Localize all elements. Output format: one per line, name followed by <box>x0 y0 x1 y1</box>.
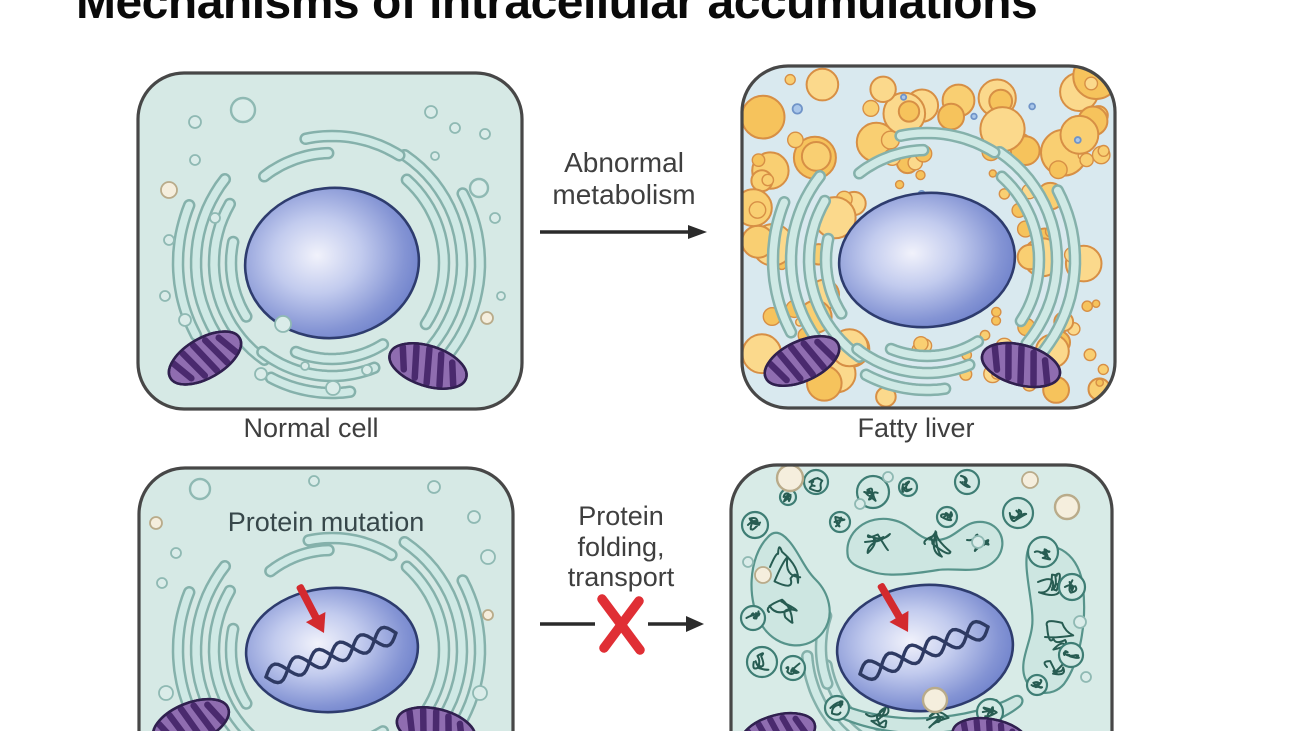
fatty-liver-cell-illustration <box>740 64 1117 410</box>
vesicle <box>300 361 310 371</box>
vesicle <box>791 103 803 115</box>
vesicle <box>156 577 168 589</box>
vesicle <box>178 313 192 327</box>
abnormal-metabolism-line1: Abnormal <box>564 147 684 178</box>
nucleus <box>837 191 1017 329</box>
vesicle <box>754 566 772 584</box>
vesicle <box>1053 493 1081 521</box>
vesicle <box>163 234 175 246</box>
protein-folding-line2: folding, <box>577 531 665 562</box>
dna-helix <box>858 619 990 682</box>
mitochondrion-icon <box>388 342 468 390</box>
cell-cytoplasm <box>149 475 496 731</box>
abnormal-metabolism-arrow-icon <box>540 225 707 239</box>
vesicle <box>189 154 201 166</box>
protein-folding-transport-label: Protein folding, transport <box>550 501 692 593</box>
vesicle <box>325 380 341 396</box>
protein-aggregates-layer <box>739 465 1092 727</box>
vesicle <box>742 556 754 568</box>
vesicle <box>1028 102 1036 111</box>
mitochondrion-icon <box>980 341 1062 389</box>
vesicle <box>229 96 257 124</box>
dna-helix <box>264 625 398 685</box>
vesicle <box>489 212 501 224</box>
vesicle <box>971 535 985 549</box>
vesicle <box>149 516 163 530</box>
vesicle <box>479 128 491 140</box>
vesicle <box>160 181 178 199</box>
mitochondrion-icon <box>951 716 1029 731</box>
vesicle <box>882 471 894 483</box>
vesicle <box>467 510 481 524</box>
vesicle <box>472 685 488 701</box>
vesicle <box>900 93 908 101</box>
nucleus <box>243 186 421 340</box>
vesicle <box>274 315 292 333</box>
vesicle <box>921 686 949 714</box>
vesicle <box>424 105 438 119</box>
vesicle <box>158 685 174 701</box>
vesicle <box>159 290 171 302</box>
vesicle <box>188 477 212 501</box>
mitochondrion-icon <box>151 697 231 731</box>
vesicle <box>308 475 320 487</box>
vesicle <box>449 122 461 134</box>
vesicle <box>482 609 494 621</box>
fatty-liver-label: Fatty liver <box>857 413 975 443</box>
vesicle <box>170 547 182 559</box>
vesicle <box>361 364 373 376</box>
page-title: Mechanisms of intracellular accumulation… <box>76 0 1038 29</box>
vesicle <box>480 311 494 325</box>
mutation-arrow-icon <box>877 583 909 632</box>
abnormal-metabolism-label: Abnormal metabolism <box>538 147 710 210</box>
vesicle <box>1073 615 1087 629</box>
mitochondrion-icon <box>167 330 243 386</box>
mitochondrion-icon <box>739 711 817 731</box>
endoplasmic-reticulum <box>171 129 487 400</box>
vesicle <box>970 112 978 121</box>
vesicle <box>427 480 441 494</box>
mitochondrion-icon <box>763 334 841 388</box>
normal-cell-label: Normal cell <box>243 413 379 443</box>
vesicle <box>775 465 805 493</box>
protein-mutation-cell-illustration: Protein mutation <box>137 466 515 731</box>
vesicle <box>854 498 866 510</box>
cell-cytoplasm <box>159 96 506 400</box>
normal-cell-illustration <box>136 71 524 411</box>
vesicle <box>254 367 268 381</box>
cell-cytoplasm <box>739 465 1092 731</box>
abnormal-metabolism-line2: metabolism <box>552 178 696 210</box>
vesicle <box>480 549 496 565</box>
vesicle <box>188 115 202 129</box>
mitochondrion-icon <box>395 706 477 731</box>
protein-folding-line3: transport <box>567 562 675 592</box>
protein-folding-line1: Protein <box>578 501 664 531</box>
protein-accumulation-cell-illustration <box>729 463 1114 731</box>
blocked-x-icon <box>597 594 645 655</box>
vesicle <box>1021 471 1039 489</box>
mutation-arrow-icon <box>296 584 326 634</box>
protein-mutation-label: Protein mutation <box>228 507 425 537</box>
vesicle <box>430 151 440 161</box>
vesicle <box>1073 136 1082 144</box>
vesicle <box>496 291 506 301</box>
endoplasmic-reticulum <box>766 126 1082 397</box>
vesicle <box>468 177 490 199</box>
vesicle <box>1080 671 1092 683</box>
cell-cytoplasm <box>742 66 1115 408</box>
blocked-arrow-icon <box>540 594 704 655</box>
vesicle <box>209 212 221 224</box>
